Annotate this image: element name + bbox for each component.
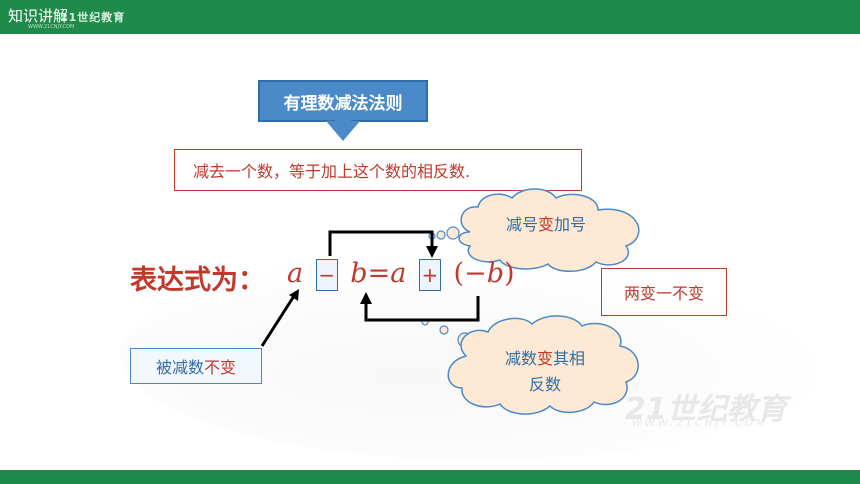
rule-statement: 减去一个数，等于加上这个数的相反数. bbox=[174, 149, 582, 191]
cloud-sign-change-text: 减号变加号 bbox=[476, 212, 616, 238]
subtraction-expression: a − b=a + (−b) bbox=[287, 258, 515, 291]
sign-change-arrow bbox=[328, 230, 438, 258]
cloud2-part1: 减数 bbox=[504, 349, 537, 368]
var-a: a bbox=[287, 258, 304, 289]
cloud2-part4: 反数 bbox=[528, 375, 561, 394]
var-b: b bbox=[350, 258, 368, 289]
brand-title: 知识讲解 bbox=[8, 7, 69, 25]
top-banner: 知识讲解 21世纪教育 WWW.21CNJY.COM bbox=[0, 0, 860, 34]
cloud2-part3: 其相 bbox=[553, 349, 586, 368]
rule-arrow-stem bbox=[335, 110, 351, 124]
expression-label: 表达式为： bbox=[130, 265, 265, 296]
minuend-unchanged-box: 被减数不变 bbox=[130, 348, 262, 384]
brand-logo: 21世纪教育 bbox=[60, 11, 126, 24]
brand-url: WWW.21CNJY.COM bbox=[28, 24, 75, 30]
minuend-arrow bbox=[260, 289, 299, 347]
opposite-arrow bbox=[360, 292, 480, 322]
var-b-right: b bbox=[486, 258, 504, 289]
cloud1-part2: 变 bbox=[537, 215, 554, 234]
paren-open: (− bbox=[453, 258, 487, 289]
minuend-label: 被减数 bbox=[155, 358, 204, 377]
minuend-unchanged: 不变 bbox=[204, 358, 237, 377]
watermark-url: WWW.21CNJY.COM bbox=[632, 418, 768, 429]
equals-sign: = bbox=[367, 258, 391, 289]
down-arrow-icon bbox=[326, 121, 360, 141]
cloud-sign-change bbox=[428, 188, 640, 272]
minus-sign-box: − bbox=[315, 258, 338, 291]
cloud1-part1: 减号 bbox=[505, 215, 538, 234]
cloud1-part3: 加号 bbox=[554, 215, 587, 234]
cloud-opposite-text: 减数变其相 反数 bbox=[480, 346, 610, 398]
summary-box: 两变一不变 bbox=[601, 268, 727, 316]
var-a-right: a bbox=[390, 258, 407, 289]
watermark-logo: 21世纪教育 bbox=[625, 392, 787, 427]
paren-close: ) bbox=[503, 258, 515, 289]
cloud2-part2: 变 bbox=[536, 349, 553, 368]
bottom-banner bbox=[0, 470, 860, 484]
plus-sign-box: + bbox=[418, 258, 441, 291]
